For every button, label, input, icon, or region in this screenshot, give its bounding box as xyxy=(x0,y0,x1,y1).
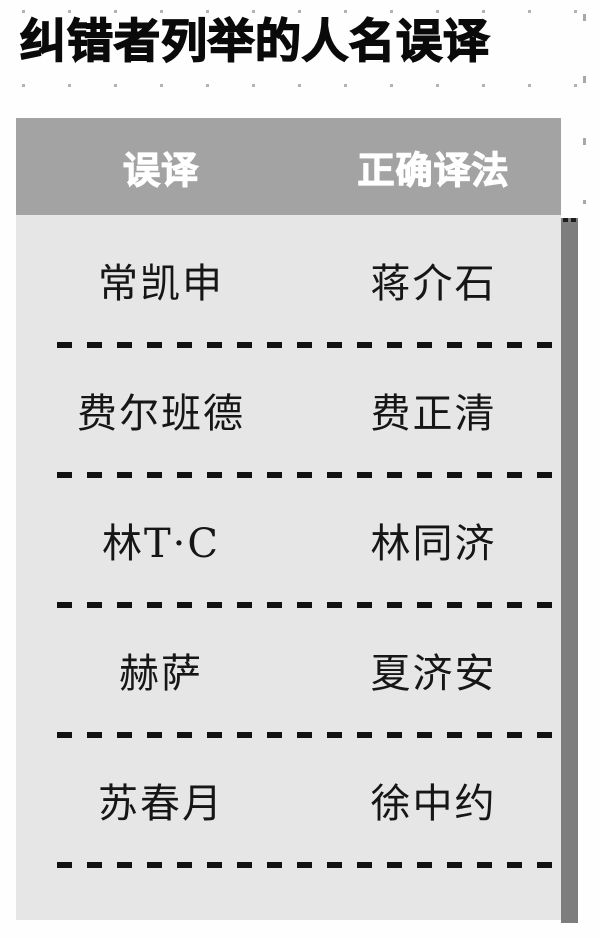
right-margin-tick-marks xyxy=(583,14,586,204)
column-header-wrong-translation: 误译 xyxy=(122,148,199,192)
table-body: 常凯申 蒋介石 费尔班德 费正清 林T·C 林同济 赫萨 夏济安 苏春月 xyxy=(16,215,561,920)
cell-correct-translation: 蒋介石 xyxy=(370,261,497,307)
cell-wrong-translation: 赫萨 xyxy=(119,651,203,697)
title-area: 纠错者列举的人名误译 xyxy=(0,0,600,100)
dotted-guide-bottom xyxy=(22,84,578,87)
cell-wrong-translation: 常凯申 xyxy=(98,261,224,307)
row-divider xyxy=(57,862,561,868)
table-row: 林T·C 林同济 xyxy=(16,475,561,608)
cell-wrong-translation: 费尔班德 xyxy=(77,391,245,437)
cell-wrong-translation: 林T·C xyxy=(102,521,220,567)
table-header-row: 误译 正确译法 xyxy=(16,118,561,215)
dotted-guide-top xyxy=(22,10,578,13)
row-divider xyxy=(57,342,561,348)
table-row: 赫萨 夏济安 xyxy=(16,605,561,738)
column-header-correct-translation: 正确译法 xyxy=(357,148,510,192)
cell-correct-translation: 林同济 xyxy=(370,521,497,567)
row-divider xyxy=(57,602,561,608)
cell-correct-translation: 夏济安 xyxy=(370,651,497,697)
table-row: 苏春月 徐中约 xyxy=(16,735,561,868)
cell-correct-translation: 徐中约 xyxy=(370,781,497,827)
table-row: 费尔班德 费正清 xyxy=(16,345,561,478)
table-drop-shadow xyxy=(561,218,578,923)
row-divider xyxy=(57,732,561,738)
translation-table: 误译 正确译法 常凯申 蒋介石 费尔班德 费正清 林T·C 林同济 赫萨 xyxy=(16,118,578,923)
page-title: 纠错者列举的人名误译 xyxy=(19,13,490,69)
cell-correct-translation: 费正清 xyxy=(370,391,497,437)
table-row: 常凯申 蒋介石 xyxy=(16,215,561,348)
cell-wrong-translation: 苏春月 xyxy=(98,781,224,827)
row-divider xyxy=(57,472,561,478)
